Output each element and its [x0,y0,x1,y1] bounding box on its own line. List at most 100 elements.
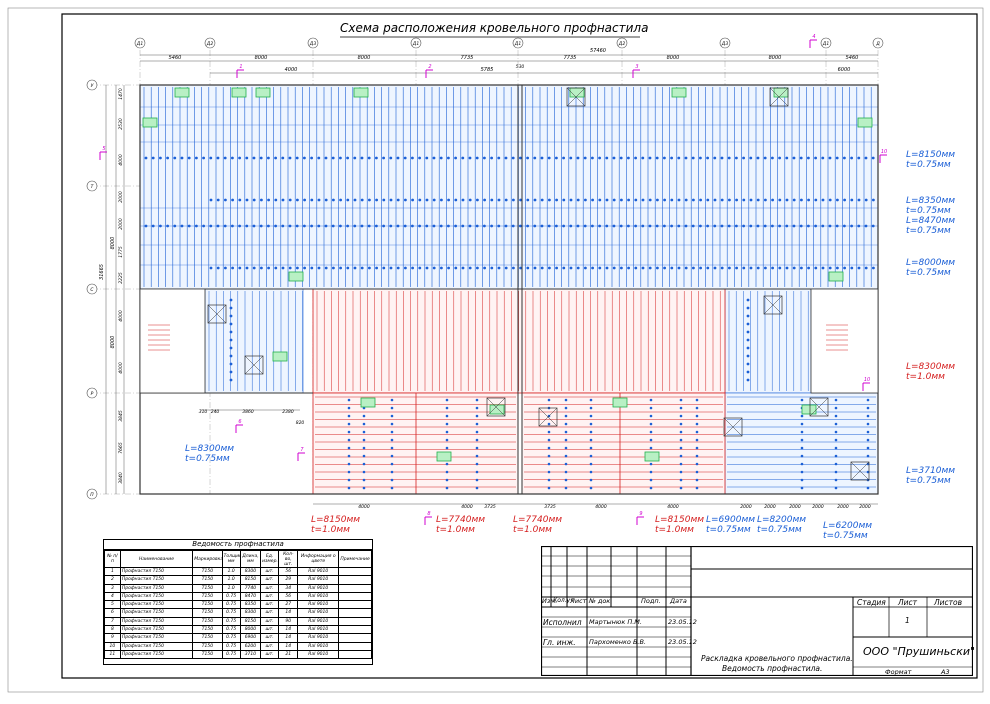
fastener-dot [483,266,486,270]
fastener-dot [800,478,804,482]
fastener-dot [598,224,601,228]
fastener-dot [663,266,666,270]
fastener-dot [209,156,213,160]
fastener-dot [605,156,609,160]
dimension-text: 820 [296,420,305,426]
fastener-dot [679,430,683,434]
fastener-dot [814,198,818,202]
hatch-cross [486,397,506,417]
hatch-cross [769,87,789,107]
table-cell: шт. [260,625,280,635]
table-cell: Ral 9010 [297,625,340,635]
table-cell: шт. [260,633,280,643]
fastener-dot [296,266,299,270]
dimension-text: 2000 [812,504,824,510]
fastener-dot [834,438,838,442]
fastener-dot [445,446,449,450]
fastener-dot [382,266,386,270]
axis-bubble [820,37,832,49]
fastener-dot [871,156,875,160]
fastener-dot [281,156,285,160]
fastener-dot [834,486,838,490]
schedule-col-7: Информация о цвете [297,550,340,568]
table-cell: 1 [104,566,121,577]
fastener-dot [656,266,659,270]
fastener-dot [347,438,351,442]
fastener-dot [756,224,760,228]
fastener-dot [778,224,781,228]
axis-label: Д [875,41,880,47]
fastener-dot [339,266,342,270]
fastener-dot [281,266,285,270]
skylight [360,397,376,408]
fastener-dot [564,462,568,466]
fastener-dot [850,224,853,228]
fastener-dot [555,156,558,160]
dimension-text: 8000 [667,55,680,61]
fastener-dot [475,398,479,402]
fastener-dot [663,156,666,160]
hatch-cross [809,397,829,417]
fastener-dot [231,198,235,202]
fastener-dot [834,446,838,450]
fastener-dot [224,198,227,202]
fastener-dot [735,266,738,270]
fastener-dot [547,478,551,482]
table-cell [338,591,372,602]
fastener-dot [871,224,875,228]
fastener-dot [589,486,593,490]
fastener-dot [584,266,587,270]
fastener-dot [589,438,593,442]
fastener-dot [447,224,450,228]
fastener-dot [353,266,357,270]
fastener-dot [785,224,789,228]
fastener-dot [695,446,699,450]
fastener-dot [425,224,429,228]
fastener-dot [425,198,429,202]
fastener-dot [562,156,565,160]
skylight [612,397,628,408]
fastener-dot [259,156,263,160]
fastener-dot [432,224,436,228]
fastener-dot [353,156,357,160]
axis-label: Р [91,391,94,397]
dimension-text: 8000 [110,336,116,349]
fastener-dot [260,266,263,270]
fastener-dot [872,198,875,202]
fastener-dot [583,156,587,160]
fastener-dot [229,338,233,342]
fastener-dot [195,156,198,160]
fastener-dot [720,224,724,228]
table-cell: Ral 9010 [297,608,340,618]
skylight [801,404,817,415]
axis-bubble [134,37,146,49]
fastener-dot [589,422,593,426]
fastener-dot [303,224,306,228]
stamp-desc-2: Ведомость профнастила. [722,664,823,673]
fastener-dot [295,224,299,228]
fastener-dot [454,266,458,270]
fastener-dot [564,422,568,426]
fastener-dot [229,306,233,310]
fastener-dot [547,224,551,228]
fastener-dot [454,156,457,160]
fastener-dot [540,266,544,270]
table-cell: Профнастил Т150 [119,600,194,610]
dimension-text: 240 [211,409,220,415]
title-block: Изм. Кол.уч Лист № док. Подп. Дата Испол… [541,546,975,676]
fastener-dot [670,224,673,228]
fastener-dot [699,198,702,202]
dimension-text: 2000 [837,504,849,510]
table-cell: шт. [260,616,280,627]
fastener-dot [679,414,683,418]
fastener-dot [151,156,155,160]
fastener-dot [511,156,515,160]
schedule-col-4: Длина, мм [239,550,262,568]
fastener-dot [229,362,233,366]
fastener-dot [475,446,479,450]
stamp-date-2: 23.05.12 [668,638,697,646]
